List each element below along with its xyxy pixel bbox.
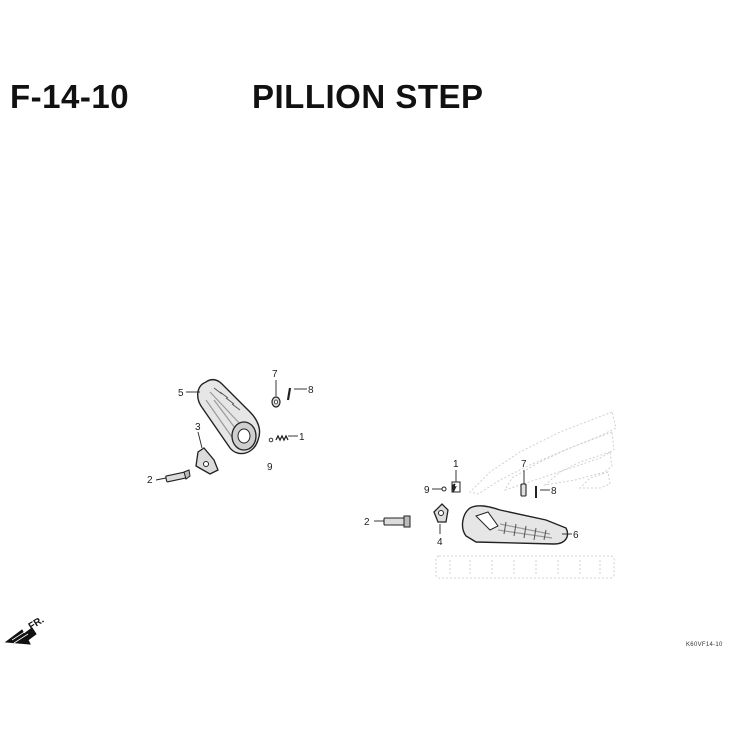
callout-left-1: 1 bbox=[299, 432, 305, 443]
left-bolt bbox=[165, 469, 191, 483]
left-pin bbox=[286, 387, 292, 401]
right-step-bracket bbox=[433, 503, 449, 523]
callout-left-7: 7 bbox=[272, 369, 278, 380]
callout-right-1: 1 bbox=[453, 459, 459, 470]
callout-right-4: 4 bbox=[437, 537, 443, 548]
right-spring bbox=[451, 481, 461, 493]
right-small-pin bbox=[441, 486, 447, 492]
left-spring bbox=[268, 434, 289, 443]
honda-wing-watermark bbox=[435, 411, 617, 579]
callout-right-9: 9 bbox=[424, 485, 430, 496]
left-step-peg bbox=[197, 378, 261, 455]
left-washer bbox=[271, 396, 281, 408]
callout-right-2: 2 bbox=[364, 517, 370, 528]
right-bolt bbox=[383, 515, 411, 528]
callout-right-8: 8 bbox=[551, 486, 557, 497]
arrow-left-down-icon bbox=[4, 627, 37, 645]
left-step-bracket bbox=[195, 447, 219, 475]
figure-reference-code: K60VF14-10 bbox=[686, 642, 723, 648]
figure-title: PILLION STEP bbox=[252, 78, 484, 115]
right-leader-lines bbox=[374, 470, 572, 535]
callout-left-2: 2 bbox=[147, 475, 153, 486]
callout-left-8: 8 bbox=[308, 385, 314, 396]
left-leader-lines bbox=[155, 380, 307, 481]
callout-left-3: 3 bbox=[195, 422, 201, 433]
callout-left-5: 5 bbox=[178, 388, 184, 399]
callout-left-9: 9 bbox=[267, 462, 273, 473]
right-step-peg bbox=[461, 505, 569, 545]
callout-right-7: 7 bbox=[521, 459, 527, 470]
callout-right-6: 6 bbox=[573, 530, 579, 541]
figure-code: F-14-10 bbox=[10, 78, 130, 115]
front-direction-indicator: FR. bbox=[4, 615, 46, 645]
right-washer bbox=[520, 483, 527, 497]
